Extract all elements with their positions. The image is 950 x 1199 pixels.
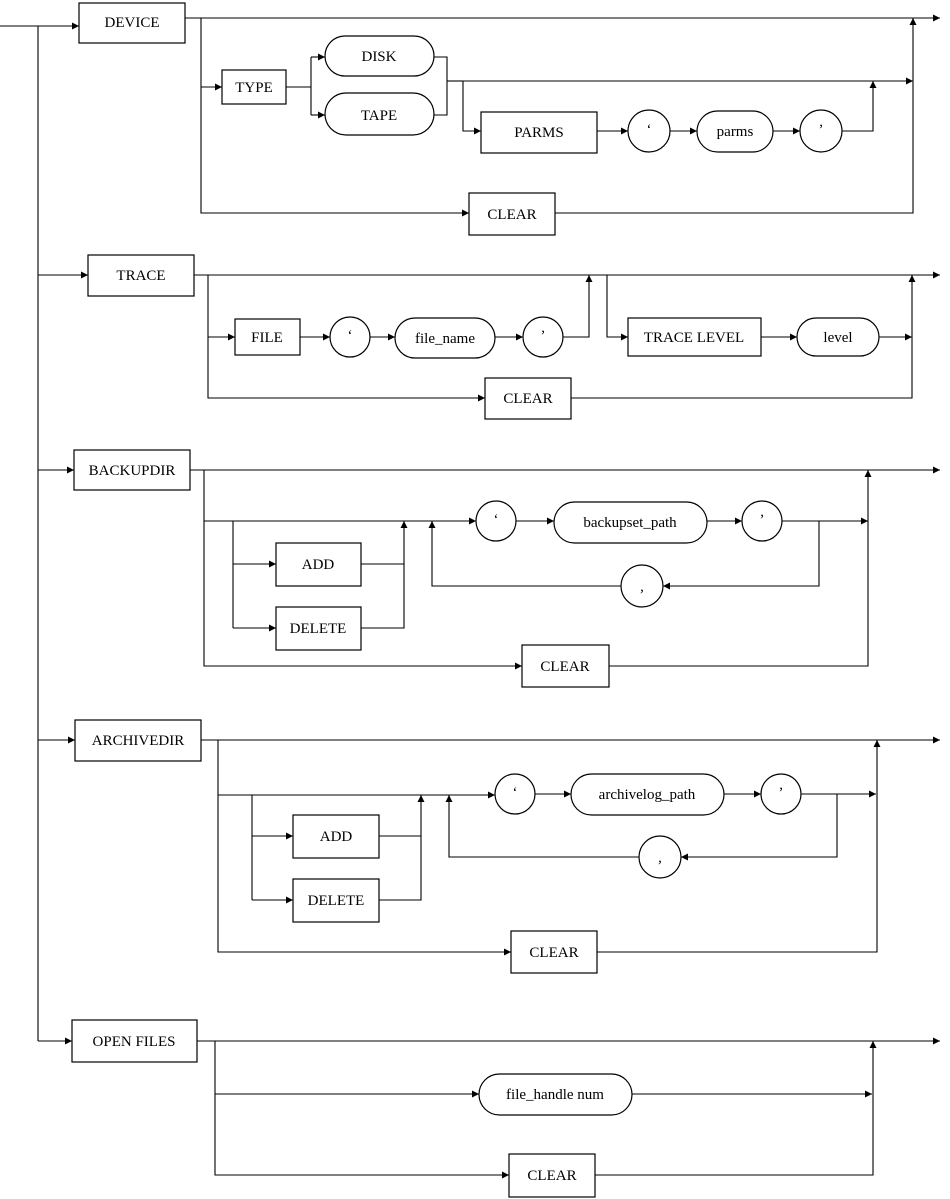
backupdir-clear-label: CLEAR bbox=[540, 659, 589, 675]
open-files-section: OPEN FILES file_handle num CLEAR bbox=[38, 1019, 940, 1198]
trace-keyword: TRACE bbox=[116, 268, 165, 284]
backupdir-delete-box bbox=[275, 606, 362, 651]
trace-clear-box bbox=[484, 377, 572, 420]
trace-level-box bbox=[627, 317, 762, 357]
device-quote-open: ‘ bbox=[647, 122, 652, 138]
open-files-clear-box bbox=[508, 1153, 596, 1198]
trace-section: TRACE FILE ‘ file_name ’ TRACE LEVEL lev… bbox=[38, 254, 940, 420]
trace-quote-open: ‘ bbox=[348, 328, 353, 344]
device-clear-label: CLEAR bbox=[487, 207, 536, 223]
backupdir-add-label: ADD bbox=[302, 557, 335, 573]
backupdir-quote-open: ‘ bbox=[494, 512, 499, 528]
device-parms-box bbox=[480, 111, 598, 154]
archivedir-section: ARCHIVEDIR ADD DELETE ‘ archivelog_path … bbox=[38, 719, 940, 974]
device-disk-terminal bbox=[324, 35, 435, 77]
trace-keyword-box bbox=[87, 254, 195, 297]
open-files-keyword-box bbox=[71, 1019, 198, 1063]
archivedir-add-label: ADD bbox=[320, 829, 353, 845]
trace-file-name: file_name bbox=[415, 331, 475, 347]
backupdir-comma: , bbox=[640, 579, 644, 595]
device-quote-close: ’ bbox=[819, 122, 824, 138]
device-clear-box bbox=[468, 192, 556, 236]
device-section: DEVICE TYPE DISK TAPE PARMS ‘ parms ’ CL… bbox=[38, 2, 940, 236]
backupdir-path-terminal bbox=[553, 501, 708, 544]
archivedir-add-box bbox=[292, 814, 380, 859]
trace-quote-close: ’ bbox=[541, 328, 546, 344]
device-parms-label: PARMS bbox=[514, 125, 563, 141]
archivedir-keyword-box bbox=[74, 719, 202, 762]
trace-level-label: TRACE LEVEL bbox=[644, 330, 744, 346]
open-files-handle: file_handle num bbox=[506, 1087, 604, 1103]
archivedir-comma: , bbox=[658, 850, 662, 866]
device-keyword: DEVICE bbox=[105, 15, 160, 31]
backupdir-keyword-box bbox=[73, 449, 191, 491]
device-keyword-box bbox=[78, 2, 186, 44]
archivedir-quote-open: ‘ bbox=[513, 785, 518, 801]
device-type-box bbox=[221, 69, 287, 105]
archivedir-delete-label: DELETE bbox=[308, 893, 365, 909]
trace-level-value: level bbox=[823, 330, 852, 346]
trace-file-box bbox=[234, 318, 301, 356]
archivedir-quote-close: ’ bbox=[779, 785, 784, 801]
backupdir-section: BACKUPDIR ADD DELETE ‘ backupset_path ’ … bbox=[38, 449, 940, 688]
backupdir-keyword: BACKUPDIR bbox=[89, 463, 176, 479]
device-tape-terminal bbox=[324, 92, 435, 136]
main-trunk bbox=[0, 25, 39, 1041]
backupdir-clear-box bbox=[521, 644, 610, 688]
archivedir-clear-label: CLEAR bbox=[529, 945, 578, 961]
open-files-keyword: OPEN FILES bbox=[93, 1034, 176, 1050]
device-disk-label: DISK bbox=[361, 49, 396, 65]
device-type-label: TYPE bbox=[235, 80, 273, 96]
device-parms-value: parms bbox=[717, 124, 754, 140]
backupdir-path: backupset_path bbox=[583, 515, 677, 531]
archivedir-path: archivelog_path bbox=[599, 787, 696, 803]
trace-clear-label: CLEAR bbox=[503, 391, 552, 407]
open-files-clear-label: CLEAR bbox=[527, 1168, 576, 1184]
backupdir-quote-close: ’ bbox=[760, 512, 765, 528]
trace-file-name-terminal bbox=[394, 317, 496, 359]
trace-file-label: FILE bbox=[251, 330, 283, 346]
backupdir-delete-label: DELETE bbox=[290, 621, 347, 637]
backupdir-add-box bbox=[275, 542, 362, 587]
device-tape-label: TAPE bbox=[361, 108, 397, 124]
archivedir-keyword: ARCHIVEDIR bbox=[92, 733, 185, 749]
